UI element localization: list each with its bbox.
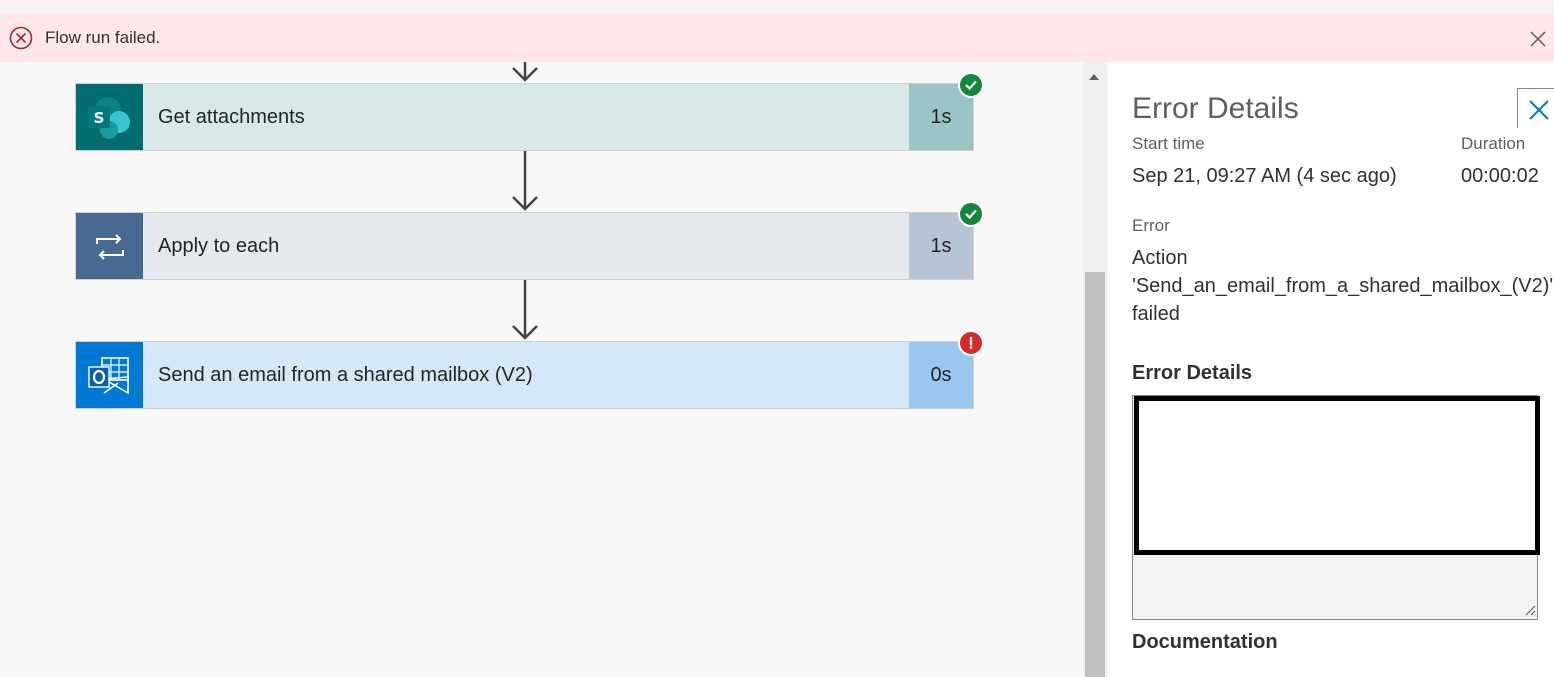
step-card-get-attachments[interactable]: S Get attachments 1s [75, 83, 974, 151]
success-check-icon [958, 201, 984, 227]
panel-close-icon[interactable] [1517, 88, 1554, 128]
error-message-line: failed [1132, 303, 1180, 325]
panel-title: Error Details [1132, 92, 1299, 125]
step-icon-box [76, 213, 143, 279]
error-message-line: Action [1132, 247, 1188, 269]
duration-value: 00:00:02 [1461, 165, 1539, 187]
step-duration: 0s [909, 342, 973, 408]
connector-arrow [512, 280, 538, 340]
start-time-value: Sep 21, 09:27 AM (4 sec ago) [1132, 165, 1397, 187]
connector-arrow [512, 62, 538, 82]
success-check-icon [958, 72, 984, 98]
sharepoint-icon: S [86, 96, 134, 145]
outlook-icon [88, 357, 132, 400]
connector-arrow [512, 151, 538, 211]
start-time-label: Start time [1132, 134, 1205, 153]
duration-label: Duration [1461, 134, 1526, 153]
resize-handle-icon[interactable] [1523, 603, 1536, 616]
step-title: Apply to each [143, 213, 909, 279]
scrollbar-thumb[interactable] [1085, 272, 1105, 677]
step-card-send-email[interactable]: Send an email from a shared mailbox (V2)… [75, 341, 974, 409]
svg-text:S: S [94, 109, 105, 127]
error-message: Action 'Send_an_email_from_a_shared_mail… [1132, 244, 1554, 328]
documentation-heading: Documentation [1132, 631, 1278, 653]
step-title: Get attachments [143, 84, 909, 150]
step-title: Send an email from a shared mailbox (V2) [143, 342, 909, 408]
error-message-line: 'Send_an_email_from_a_shared_mailbox_(V2… [1132, 275, 1554, 297]
error-details-heading: Error Details [1132, 362, 1253, 384]
error-alert-icon [958, 330, 984, 356]
error-details-panel: Error Details Start time Duration Sep 21… [1108, 62, 1554, 677]
step-card-apply-to-each[interactable]: Apply to each 1s [75, 212, 974, 280]
banner-close-icon[interactable] [1529, 30, 1547, 48]
banner-message: Flow run failed. [45, 28, 161, 47]
top-strip [0, 0, 1554, 14]
redacted-box [1134, 396, 1540, 555]
step-duration: 1s [909, 84, 973, 150]
error-banner: Flow run failed. [0, 14, 1554, 62]
step-icon-box [76, 342, 143, 408]
step-icon-box: S [76, 84, 143, 150]
error-circle-icon [9, 26, 33, 50]
scroll-up-arrow-icon[interactable] [1087, 69, 1101, 80]
loop-icon [93, 233, 127, 266]
error-label: Error [1132, 216, 1170, 235]
